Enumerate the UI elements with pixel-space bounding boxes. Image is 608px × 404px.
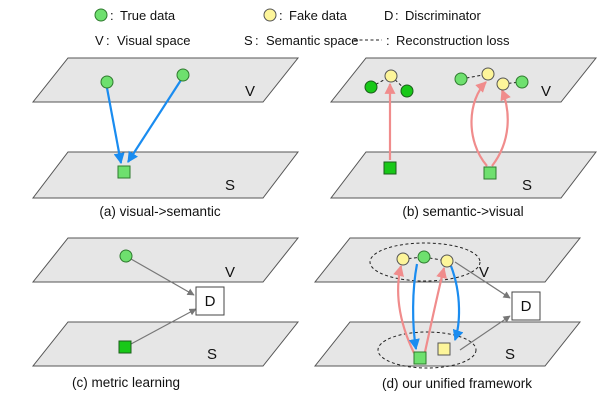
semantic-plane	[31, 321, 300, 367]
panel-b: V S (b) semantic->visual	[329, 57, 598, 219]
legend: : True data : Fake data D : Discriminato…	[94, 8, 510, 48]
semantic-plane-label: S	[225, 177, 235, 194]
semantic-plane-label: S	[207, 346, 217, 363]
generation-arrow	[491, 88, 511, 167]
fake-visual-point	[396, 252, 410, 266]
legend-true-data: True data	[120, 8, 176, 23]
panel-c: V S D (c) metric learning	[31, 237, 300, 390]
legend-s-key: S	[244, 33, 253, 48]
projection-arrow	[408, 263, 420, 351]
true-visual-point	[400, 84, 414, 98]
discriminator-box	[195, 286, 225, 316]
true-visual-point	[100, 75, 114, 89]
projection-arrow	[127, 79, 182, 163]
fake-semantic-square	[437, 342, 451, 356]
true-data-legend-icon	[94, 8, 108, 22]
fake-visual-point	[481, 67, 495, 81]
legend-colon: :	[386, 33, 390, 48]
generation-arrow	[470, 81, 488, 167]
projection-arrow	[105, 87, 125, 165]
true-visual-point	[417, 250, 431, 264]
semantic-plane	[31, 151, 300, 199]
discriminator-label: D	[521, 298, 532, 315]
legend-semantic-space: Semantic space	[266, 33, 359, 48]
metric-arrow	[130, 258, 195, 296]
panel-a: V S (a) visual->semantic	[31, 57, 300, 219]
panel-caption: (d) our unified framework	[382, 376, 532, 391]
fake-visual-point	[440, 254, 454, 268]
reconstruction-group-ellipse	[377, 331, 477, 369]
legend-v-key: V	[95, 33, 104, 48]
panel-caption: (c) metric learning	[72, 375, 180, 390]
legend-visual-space: Visual space	[117, 33, 190, 48]
visual-plane	[31, 237, 300, 283]
reconstruction-group-ellipse	[369, 242, 481, 282]
discriminator-arrow	[459, 315, 511, 351]
semantic-embedding-square	[383, 161, 397, 175]
semantic-embedding-square	[118, 340, 132, 354]
semantic-embedding-square	[117, 165, 131, 179]
fake-visual-point	[384, 69, 398, 83]
legend-colon: :	[106, 33, 110, 48]
generation-arrow	[423, 266, 447, 353]
discriminator-arrow	[454, 261, 511, 299]
true-visual-point	[119, 249, 133, 263]
true-visual-point	[454, 72, 468, 86]
true-visual-point	[515, 75, 529, 89]
visual-plane-label: V	[245, 83, 255, 100]
semantic-plane-label: S	[505, 346, 515, 363]
semantic-embedding-square	[483, 166, 497, 180]
semantic-plane	[329, 151, 598, 199]
fake-data-legend-icon	[263, 8, 277, 22]
legend-discriminator: Discriminator	[405, 8, 482, 23]
projection-arrow	[449, 265, 464, 342]
visual-plane	[31, 57, 300, 103]
visual-plane-label: V	[225, 264, 235, 281]
panel-caption: (a) visual->semantic	[99, 204, 220, 219]
discriminator-label: D	[205, 293, 216, 310]
legend-colon: :	[395, 8, 399, 23]
legend-fake-data: Fake data	[289, 8, 348, 23]
true-visual-point	[364, 80, 378, 94]
panel-d: V S D (d) our unified framework	[313, 237, 582, 391]
discriminator-box	[511, 291, 541, 321]
semantic-plane-label: S	[522, 177, 532, 194]
true-visual-point	[176, 68, 190, 82]
legend-colon: :	[279, 8, 283, 23]
legend-colon: :	[110, 8, 114, 23]
fake-visual-point	[496, 77, 510, 91]
legend-colon: :	[255, 33, 259, 48]
semantic-embedding-square	[413, 351, 427, 365]
visual-plane-label: V	[541, 83, 551, 100]
metric-arrow	[130, 308, 197, 345]
legend-d-key: D	[384, 8, 393, 23]
legend-reconstruction-loss: Reconstruction loss	[396, 33, 510, 48]
panel-caption: (b) semantic->visual	[402, 204, 523, 219]
visual-plane-label: V	[479, 264, 489, 281]
